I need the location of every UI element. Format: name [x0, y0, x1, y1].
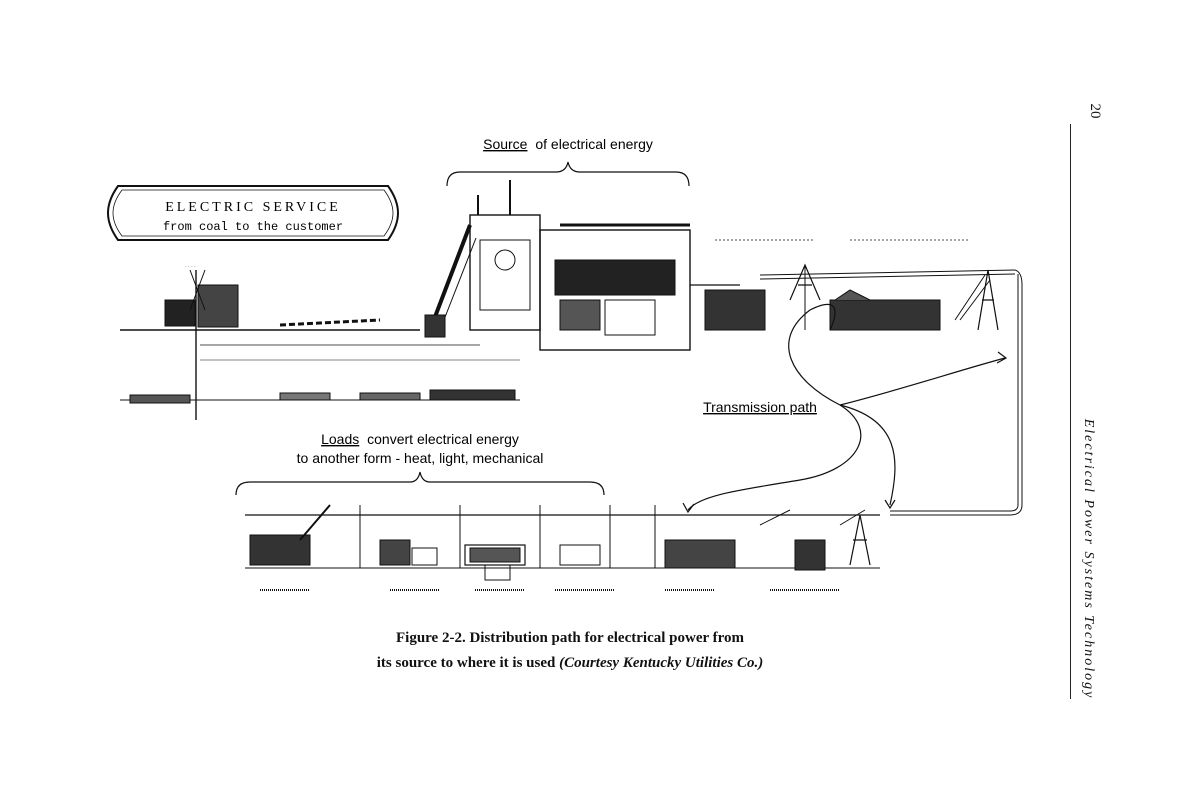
loads-brace	[235, 471, 605, 496]
loads-label-line2: to another form - heat, light, mechanica…	[297, 450, 544, 466]
loads-label-line1: Loads convert electrical energy	[321, 431, 519, 447]
electric-service-banner: ELECTRIC SERVICE from coal to the custom…	[106, 185, 400, 241]
power-plant-illustration	[424, 180, 740, 351]
source-label: Source of electrical energy	[483, 136, 653, 152]
running-head: Electrical Power Systems Technology	[1081, 418, 1096, 700]
banner-title: ELECTRIC SERVICE	[165, 200, 341, 215]
loads-word: Loads	[321, 431, 359, 447]
loads-rest: convert electrical energy	[367, 431, 519, 447]
loads-illustration	[245, 504, 880, 591]
caption-credit: (Courtesy Kentucky Utilities Co.)	[559, 655, 764, 671]
page-number: 20	[1087, 103, 1103, 119]
svg-text:· · · ·: · · · ·	[185, 264, 196, 270]
banner-subtitle: from coal to the customer	[163, 220, 343, 234]
caption-line-2-text: its source to where it is used	[376, 655, 560, 671]
margin-rule	[1070, 124, 1071, 699]
figure-caption: Figure 2-2. Distribution path for electr…	[250, 626, 890, 676]
power-distribution-diagram: ELECTRIC SERVICE from coal to the custom…	[106, 136, 1023, 591]
transmission-path-label: Transmission path	[703, 399, 817, 415]
transmission-path-arrows	[682, 303, 1008, 514]
transmission-illustration	[704, 239, 1023, 516]
caption-line-2: its source to where it is used (Courtesy…	[250, 651, 890, 676]
source-rest: of electrical energy	[535, 136, 653, 152]
coal-mine-illustration: · · · ·	[120, 264, 520, 420]
source-word: Source	[483, 136, 528, 152]
source-brace	[446, 161, 690, 187]
caption-line-1: Figure 2-2. Distribution path for electr…	[395, 630, 744, 646]
